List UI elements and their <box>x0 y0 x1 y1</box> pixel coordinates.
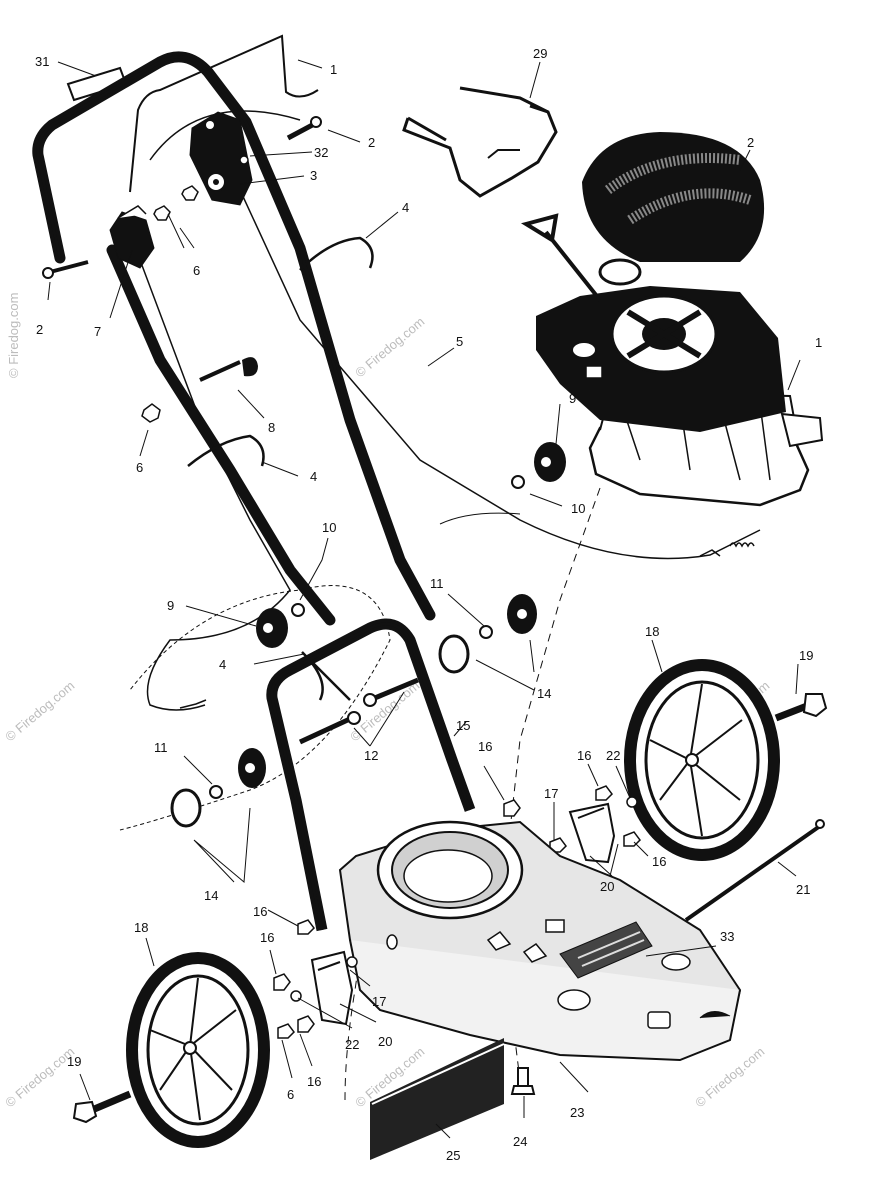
callout-6: 6 <box>136 460 143 475</box>
callout-2: 2 <box>747 135 754 150</box>
callout-22: 22 <box>606 748 620 763</box>
callout-20: 20 <box>600 879 614 894</box>
callout-3: 3 <box>310 168 317 183</box>
callout-11: 11 <box>154 740 168 755</box>
callout-33: 33 <box>720 929 734 944</box>
callout-16: 16 <box>260 930 274 945</box>
control-housing <box>189 111 253 206</box>
watermark: © Firedog.com <box>347 678 422 744</box>
callout-31: 31 <box>35 54 49 69</box>
callout-14: 14 <box>204 888 218 903</box>
callout-10: 10 <box>571 501 585 516</box>
control-lever <box>109 205 155 269</box>
callout-5: 5 <box>456 334 463 349</box>
callout-8: 8 <box>268 420 275 435</box>
callout-16: 16 <box>652 854 666 869</box>
axle <box>684 824 822 922</box>
callout-15: 15 <box>456 718 470 733</box>
handle-knob-rear <box>507 594 537 634</box>
callout-4: 4 <box>402 200 409 215</box>
callout-11: 11 <box>430 576 444 591</box>
callout-21: 21 <box>796 882 810 897</box>
deck-bolt <box>510 1067 536 1095</box>
screw <box>49 260 89 274</box>
leader-lines <box>47 59 801 1139</box>
callout-18: 18 <box>134 920 148 935</box>
watermark: © Firedog.com <box>692 1044 767 1110</box>
callout-24: 24 <box>513 1134 527 1149</box>
callout-25: 25 <box>446 1148 460 1163</box>
callout-16: 16 <box>577 748 591 763</box>
callout-2: 2 <box>36 322 43 337</box>
callout-17: 17 <box>372 994 386 1009</box>
callout-19: 19 <box>67 1054 81 1069</box>
callouts: 31 1 29 2 32 3 2 4 2 6 7 5 1 9 8 6 4 10 … <box>35 46 822 1163</box>
callout-9: 9 <box>167 598 174 613</box>
callout-10: 10 <box>322 520 336 535</box>
callout-16: 16 <box>478 739 492 754</box>
callout-19: 19 <box>799 648 813 663</box>
trimmer-deck <box>338 820 742 1062</box>
callout-17: 17 <box>544 786 558 801</box>
upper-handle-left-leg <box>106 244 336 626</box>
handle-knob <box>256 608 288 648</box>
wheel-bracket <box>310 950 354 1026</box>
callout-4: 4 <box>219 657 226 672</box>
callout-12: 12 <box>364 748 378 763</box>
rear-wheel <box>624 659 780 861</box>
watermark: © Firedog.com <box>352 314 427 380</box>
callout-2: 2 <box>368 135 375 150</box>
handle-cap <box>170 788 202 828</box>
safety-glasses <box>402 86 558 198</box>
callout-23: 23 <box>570 1105 584 1120</box>
front-wheel <box>126 952 270 1148</box>
drive-cable <box>239 189 761 560</box>
handle-knob-engine <box>534 442 566 482</box>
callout-7: 7 <box>94 324 101 339</box>
watermark: © Firedog.com <box>6 293 21 378</box>
wheel-bracket <box>568 802 616 864</box>
label-decal <box>559 921 653 979</box>
debris-flap <box>370 1038 505 1160</box>
control-bail <box>129 34 319 193</box>
watermark: © Firedog.com <box>2 678 77 744</box>
callout-1: 1 <box>330 62 337 77</box>
callout-22: 22 <box>345 1037 359 1052</box>
dipstick <box>520 213 602 302</box>
engine <box>536 258 824 507</box>
callout-4: 4 <box>310 469 317 484</box>
callout-9: 9 <box>569 391 576 406</box>
callout-20: 20 <box>378 1034 392 1049</box>
callout-16: 16 <box>253 904 267 919</box>
handle-knob-front <box>238 748 266 788</box>
callout-1: 1 <box>815 335 822 350</box>
engine-cover <box>582 132 765 262</box>
callout-14: 14 <box>537 686 551 701</box>
callout-6: 6 <box>287 1087 294 1102</box>
callout-18: 18 <box>645 624 659 639</box>
callout-29: 29 <box>533 46 547 61</box>
callout-16: 16 <box>307 1074 321 1089</box>
callout-6: 6 <box>193 263 200 278</box>
handle-cap <box>438 634 470 674</box>
callout-32: 32 <box>314 145 328 160</box>
